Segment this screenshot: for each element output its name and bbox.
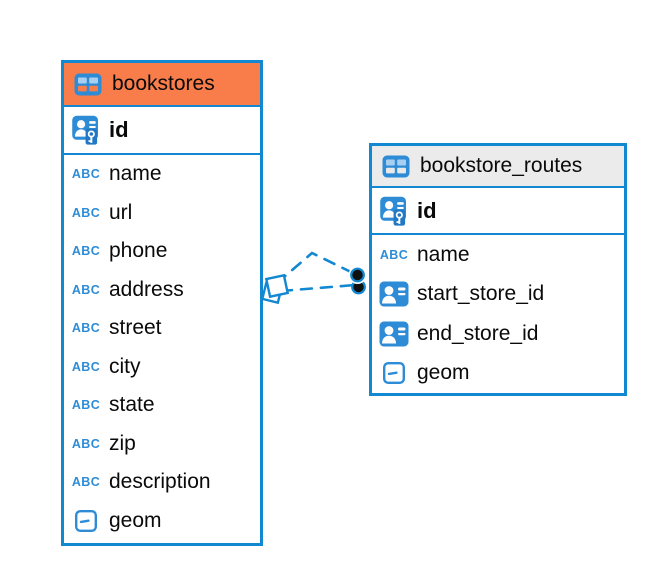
column-row-description[interactable]: ABC description xyxy=(64,463,260,502)
text-type-icon: ABC xyxy=(71,321,101,335)
text-type-icon: ABC xyxy=(71,475,101,489)
column-row-id[interactable]: id xyxy=(372,188,624,235)
text-type-icon: ABC xyxy=(71,205,101,220)
column-name: geom xyxy=(417,361,470,385)
column-row-start-store-id[interactable]: start_store_id xyxy=(372,275,624,315)
column-row-url[interactable]: ABC url xyxy=(64,194,260,233)
primary-key-icon xyxy=(70,114,102,146)
text-type-icon: ABC xyxy=(71,282,101,297)
column-row-name[interactable]: ABC name xyxy=(372,235,624,275)
table-bookstores[interactable]: bookstores id ABC xyxy=(61,60,263,546)
column-row-street[interactable]: ABC street xyxy=(64,309,260,348)
column-row-phone[interactable]: ABC phone xyxy=(64,232,260,271)
relation-many-marker[interactable] xyxy=(260,273,290,305)
column-name: geom xyxy=(109,508,162,532)
column-name: name xyxy=(417,242,470,266)
table-icon xyxy=(72,73,104,96)
relation-line-end-store-id[interactable] xyxy=(279,283,357,293)
table-name: bookstore_routes xyxy=(420,154,583,177)
table-name: bookstores xyxy=(112,72,215,95)
table-header-bookstore-routes[interactable]: bookstore_routes xyxy=(372,146,624,188)
column-list: ABC name ABC url ABC phone ABC address A… xyxy=(64,155,260,540)
column-list: ABC name start_store_id xyxy=(372,235,624,393)
foreign-key-icon xyxy=(378,321,410,347)
column-name: end_store_id xyxy=(417,321,539,345)
relation-endpoint-dots[interactable] xyxy=(348,266,367,295)
text-type-icon: ABC xyxy=(71,167,101,181)
column-row-city[interactable]: ABC city xyxy=(64,348,260,387)
column-row-state[interactable]: ABC state xyxy=(64,386,260,425)
relation-line-start-store-id[interactable] xyxy=(275,251,357,285)
text-type-icon: ABC xyxy=(71,398,101,412)
text-type-icon: ABC xyxy=(71,244,101,258)
column-name: name xyxy=(109,162,162,186)
column-name: address xyxy=(109,277,184,301)
geometry-type-icon xyxy=(378,362,410,385)
column-name: description xyxy=(109,470,211,494)
column-name: id xyxy=(109,117,129,142)
column-row-name[interactable]: ABC name xyxy=(64,155,260,194)
column-name: phone xyxy=(109,239,168,263)
column-row-geom[interactable]: geom xyxy=(372,354,624,394)
column-name: id xyxy=(417,197,437,223)
column-name: state xyxy=(109,393,155,417)
column-row-geom[interactable]: geom xyxy=(64,502,260,541)
geometry-type-icon xyxy=(70,509,102,532)
column-name: street xyxy=(109,316,162,340)
table-header-bookstores[interactable]: bookstores xyxy=(64,63,260,107)
column-row-zip[interactable]: ABC zip xyxy=(64,425,260,464)
foreign-key-icon xyxy=(378,281,410,307)
column-name: city xyxy=(109,354,141,378)
column-name: url xyxy=(109,200,133,224)
column-name: start_store_id xyxy=(417,282,545,306)
column-name: zip xyxy=(109,431,136,455)
table-bookstore-routes[interactable]: bookstore_routes id ABC xyxy=(369,143,627,396)
column-row-end-store-id[interactable]: end_store_id xyxy=(372,314,624,354)
text-type-icon: ABC xyxy=(71,359,101,374)
column-row-address[interactable]: ABC address xyxy=(64,271,260,310)
text-type-icon: ABC xyxy=(379,247,409,262)
table-icon xyxy=(380,155,412,178)
column-row-id[interactable]: id xyxy=(64,107,260,155)
primary-key-icon xyxy=(378,195,410,227)
text-type-icon: ABC xyxy=(71,436,101,451)
